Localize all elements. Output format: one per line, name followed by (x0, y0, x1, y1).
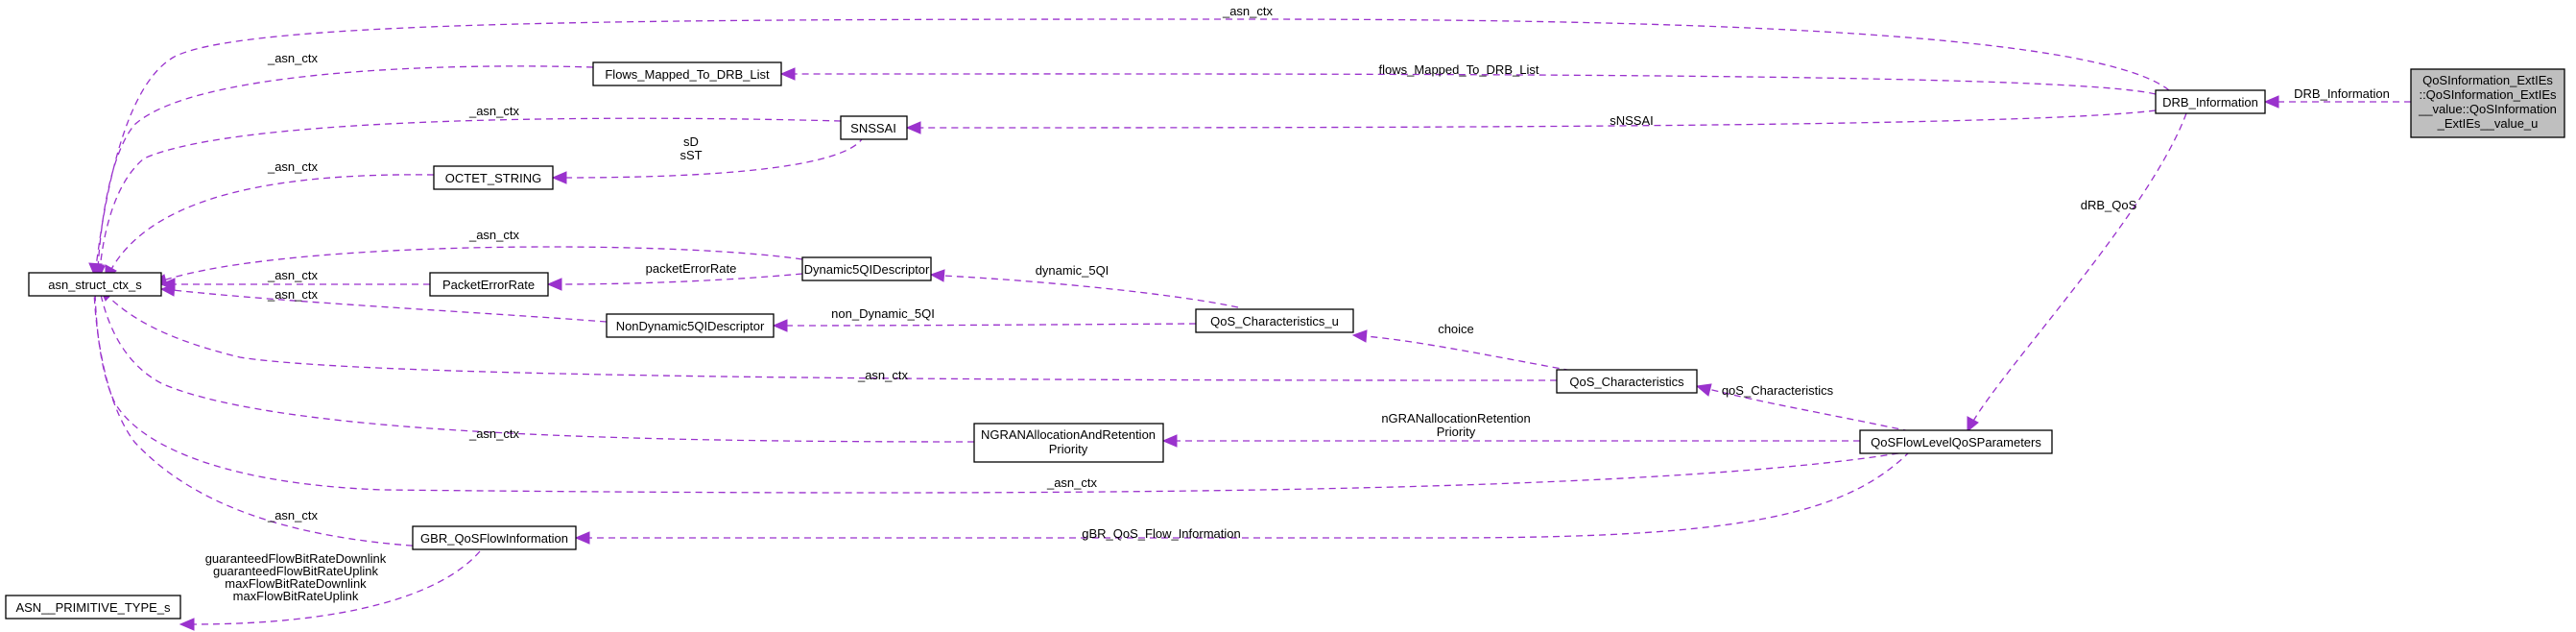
edge-label-flows-mapped: flows_Mapped_To_DRB_List (1379, 62, 1539, 77)
edge-gbr-qos: gBR_QoS_Flow_Information (574, 450, 1911, 545)
svg-text:Dynamic5QIDescriptor: Dynamic5QIDescriptor (804, 262, 930, 277)
node-octet-string[interactable]: OCTET_STRING (433, 165, 554, 190)
edge-non-dynamic-5qi: non_Dynamic_5QI (772, 306, 1197, 332)
svg-text:__value::QoSInformation: __value::QoSInformation (2418, 102, 2557, 116)
edge-drb-asn-ctx: _asn_ctx (88, 4, 2170, 279)
edge-label-asn-ctx-flows: _asn_ctx (267, 51, 319, 65)
edge-primitive-fields: guaranteedFlowBitRateDownlink guaranteed… (179, 550, 481, 631)
edge-label-snssai: sNSSAI (1610, 113, 1654, 128)
edge-label-ngran-arp-2: Priority (1437, 425, 1476, 439)
svg-text:NGRANAllocationAndRetention: NGRANAllocationAndRetention (981, 427, 1156, 442)
edge-label-asn-ctx-ngran: _asn_ctx (468, 426, 520, 441)
edge-sd-sst: sD sST (551, 134, 865, 184)
svg-text:QoSInformation_ExtIEs: QoSInformation_ExtIEs (2422, 73, 2553, 87)
node-flows-mapped-to-drb-list[interactable]: Flows_Mapped_To_DRB_List (592, 61, 782, 86)
edge-label-dynamic-5qi: dynamic_5QI (1036, 263, 1109, 278)
edge-dynamic-5qi: dynamic_5QI (929, 263, 1239, 308)
edge-label-packet-error-rate: packetErrorRate (646, 261, 737, 276)
svg-text:DRB_Information: DRB_Information (2162, 95, 2258, 109)
node-asn-struct-ctx-s[interactable]: asn_struct_ctx_s (28, 272, 162, 297)
edge-label-mfbr-ul: maxFlowBitRateUplink (233, 589, 359, 603)
edge-drb-information: DRB_Information (2263, 86, 2411, 109)
svg-text:NonDynamic5QIDescriptor: NonDynamic5QIDescriptor (616, 319, 765, 333)
svg-text:GBR_QoSFlowInformation: GBR_QoSFlowInformation (420, 531, 568, 546)
edge-nondynamic-asn-ctx: _asn_ctx (159, 283, 608, 323)
edge-label-asn-ctx-top: _asn_ctx (1222, 4, 1274, 18)
node-drb-information[interactable]: DRB_Information (2155, 89, 2266, 114)
edge-label-mfbr-dl: maxFlowBitRateDownlink (225, 576, 367, 591)
edge-label-drb-information: DRB_Information (2294, 86, 2390, 101)
edge-label-asn-ctx-nondynamic: _asn_ctx (267, 287, 319, 302)
edge-snssai: sNSSAI (905, 109, 2157, 134)
edge-label-drb-qos: dRB_QoS (2081, 198, 2137, 212)
edge-ngran-arp: nGRANallocationRetention Priority (1161, 411, 1860, 448)
edge-snssai-asn-ctx: _asn_ctx (92, 104, 842, 280)
edge-label-asn-ctx-gbr: _asn_ctx (267, 508, 319, 523)
edge-qos-characteristics: qoS_Characteristics (1695, 383, 1911, 432)
node-gbr-qosflowinformation[interactable]: GBR_QoSFlowInformation (412, 525, 577, 550)
svg-text:QoS_Characteristics_u: QoS_Characteristics_u (1210, 314, 1339, 328)
edge-label-asn-ctx-per: _asn_ctx (267, 268, 319, 282)
node-qosflowlevelqosparameters[interactable]: QoSFlowLevelQoSParameters (1859, 429, 2053, 454)
node-qosinformation-extie-value[interactable]: QoSInformation_ExtIEs ::QoSInformation_E… (2410, 68, 2565, 138)
edge-drb-qos: dRB_QoS (1967, 112, 2187, 433)
svg-text:OCTET_STRING: OCTET_STRING (445, 171, 541, 185)
node-nondynamic5qidescriptor[interactable]: NonDynamic5QIDescriptor (606, 313, 775, 338)
edge-label-sd: sD (683, 134, 699, 149)
svg-text:::QoSInformation_ExtIEs: ::QoSInformation_ExtIEs (2419, 87, 2557, 102)
svg-text:Flows_Mapped_To_DRB_List: Flows_Mapped_To_DRB_List (605, 67, 770, 82)
svg-text:_ExtIEs__value_u: _ExtIEs__value_u (2437, 116, 2539, 131)
svg-text:ASN__PRIMITIVE_TYPE_s: ASN__PRIMITIVE_TYPE_s (15, 600, 171, 615)
edge-label-non-dynamic-5qi: non_Dynamic_5QI (831, 306, 935, 321)
edge-octet-asn-ctx: _asn_ctx (105, 159, 435, 281)
edge-packet-error-rate: packetErrorRate (546, 261, 803, 291)
node-qos-characteristics[interactable]: QoS_Characteristics (1556, 369, 1698, 394)
svg-text:QoS_Characteristics: QoS_Characteristics (1569, 375, 1684, 389)
node-qos-characteristics-u[interactable]: QoS_Characteristics_u (1195, 308, 1354, 333)
edge-label-ngran-arp-1: nGRANallocationRetention (1381, 411, 1530, 425)
edge-label-asn-ctx-qoschar: _asn_ctx (857, 368, 909, 382)
edge-label-asn-ctx-qosflow: _asn_ctx (1046, 475, 1098, 490)
node-asn-primitive-type-s[interactable]: ASN__PRIMITIVE_TYPE_s (5, 595, 181, 620)
edge-label-asn-ctx-octet: _asn_ctx (267, 159, 319, 174)
edge-ngran-asn-ctx: _asn_ctx (93, 277, 975, 443)
edge-flows-mapped: flows_Mapped_To_DRB_List (779, 62, 2157, 95)
edge-gbr-asn-ctx: _asn_ctx (87, 277, 425, 547)
svg-text:SNSSAI: SNSSAI (850, 121, 896, 135)
svg-text:QoSFlowLevelQoSParameters: QoSFlowLevelQoSParameters (1871, 435, 2041, 450)
node-dynamic5qidescriptor[interactable]: Dynamic5QIDescriptor (801, 256, 932, 281)
node-ngran-allocation-retention-priority[interactable]: NGRANAllocationAndRetention Priority (973, 423, 1164, 463)
node-snssai[interactable]: SNSSAI (840, 115, 908, 140)
edge-label-gbr-qos: gBR_QoS_Flow_Information (1082, 526, 1240, 541)
edge-label-gfbr-ul: guaranteedFlowBitRateUplink (213, 564, 378, 578)
svg-text:Priority: Priority (1049, 442, 1088, 456)
edge-choice: choice (1351, 322, 1594, 376)
node-packeterrorrate[interactable]: PacketErrorRate (429, 272, 549, 297)
edge-label-gfbr-dl: guaranteedFlowBitRateDownlink (205, 551, 387, 566)
svg-text:asn_struct_ctx_s: asn_struct_ctx_s (48, 278, 142, 292)
edge-flows-asn-ctx: _asn_ctx (91, 51, 594, 280)
edge-label-sst: sST (680, 148, 702, 162)
edge-label-asn-ctx-snssai: _asn_ctx (468, 104, 520, 118)
edge-label-choice: choice (1438, 322, 1474, 336)
edge-label-asn-ctx-dynamic: _asn_ctx (468, 228, 520, 242)
svg-text:PacketErrorRate: PacketErrorRate (442, 278, 535, 292)
edge-label-qos-characteristics: qoS_Characteristics (1722, 383, 1834, 398)
